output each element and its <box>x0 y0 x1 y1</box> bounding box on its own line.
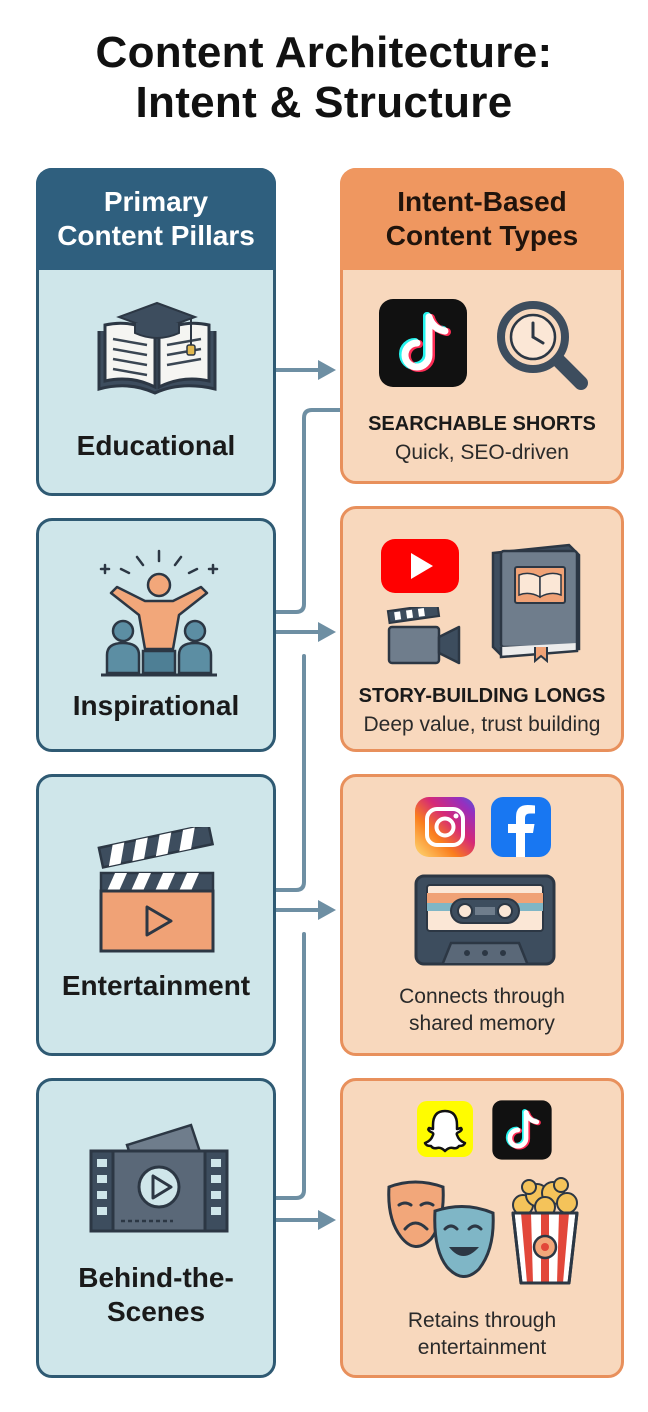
pillar-label-inspirational: Inspirational <box>72 690 240 721</box>
pillar-label-behind-line-2: Scenes <box>106 1296 206 1327</box>
pillar-card-entertainment: Entertainment <box>36 774 276 1056</box>
book-icon <box>491 543 581 663</box>
film-reel-play-icon <box>89 1123 229 1233</box>
type-desc-retains-line-2: entertainment <box>417 1336 547 1359</box>
left-header-line-2: Content Pillars <box>57 220 255 251</box>
right-header-line-2: Content Types <box>385 220 579 251</box>
type-desc-searchable-shorts: Quick, SEO-driven <box>395 441 569 464</box>
title-line-1: Content Architecture: <box>95 28 553 77</box>
pillar-label-entertainment: Entertainment <box>61 970 251 1001</box>
magnifier-clock-icon <box>497 301 588 390</box>
right-column-header: Intent-Based Content Types <box>340 168 624 270</box>
page-title: Content Architecture: Intent & Structure <box>0 28 648 128</box>
right-header-line-1: Intent-Based <box>397 186 567 217</box>
pillar-card-educational: Primary Content Pillars Educational <box>36 168 276 496</box>
type-card-story-building-longs: STORY-BUILDING LONGS Deep value, trust b… <box>340 506 624 752</box>
youtube-icon <box>381 539 459 593</box>
type-card-searchable-shorts: Intent-Based Content Types SEARCHABLE SH… <box>340 168 624 484</box>
cheering-person-audience-icon <box>99 549 219 677</box>
type-desc-story-building-longs: Deep value, trust building <box>363 713 601 736</box>
type-desc-shared-memory: Connects through shared memory <box>343 983 621 1037</box>
left-column-header: Primary Content Pillars <box>36 168 276 270</box>
type-title-searchable-shorts: SEARCHABLE SHORTS <box>368 413 596 435</box>
popcorn-icon <box>511 1177 579 1285</box>
tiktok-small-icon <box>492 1100 552 1160</box>
pillar-label-educational: Educational <box>76 430 236 461</box>
pillar-label-behind-the-scenes: Behind-the- Scenes <box>39 1261 273 1329</box>
snapchat-icon <box>417 1101 473 1157</box>
type-desc-retains-line-1: Retains through <box>407 1309 557 1332</box>
type-desc-retains-entertainment: Retains through entertainment <box>343 1307 621 1361</box>
pillar-card-inspirational: Inspirational <box>36 518 276 752</box>
type-desc-shared-memory-line-1: Connects through <box>399 985 565 1008</box>
title-line-2: Intent & Structure <box>135 78 513 127</box>
clapperboard-play-icon <box>97 827 215 953</box>
cassette-tape-icon <box>414 874 556 966</box>
type-card-shared-memory: Connects through shared memory <box>340 774 624 1056</box>
tiktok-icon <box>379 299 467 387</box>
pillar-card-behind-the-scenes: Behind-the- Scenes <box>36 1078 276 1378</box>
facebook-icon <box>491 797 551 857</box>
type-desc-shared-memory-line-2: shared memory <box>409 1012 555 1035</box>
video-camera-icon <box>386 607 461 665</box>
theater-masks-icon <box>387 1180 495 1278</box>
open-book-graduation-cap-icon <box>97 301 217 395</box>
pillar-label-behind-line-1: Behind-the- <box>78 1262 234 1293</box>
type-title-story-building-longs: STORY-BUILDING LONGS <box>358 685 606 707</box>
type-card-retains-entertainment: Retains through entertainment <box>340 1078 624 1378</box>
instagram-icon <box>415 797 475 857</box>
left-header-line-1: Primary <box>103 186 209 217</box>
